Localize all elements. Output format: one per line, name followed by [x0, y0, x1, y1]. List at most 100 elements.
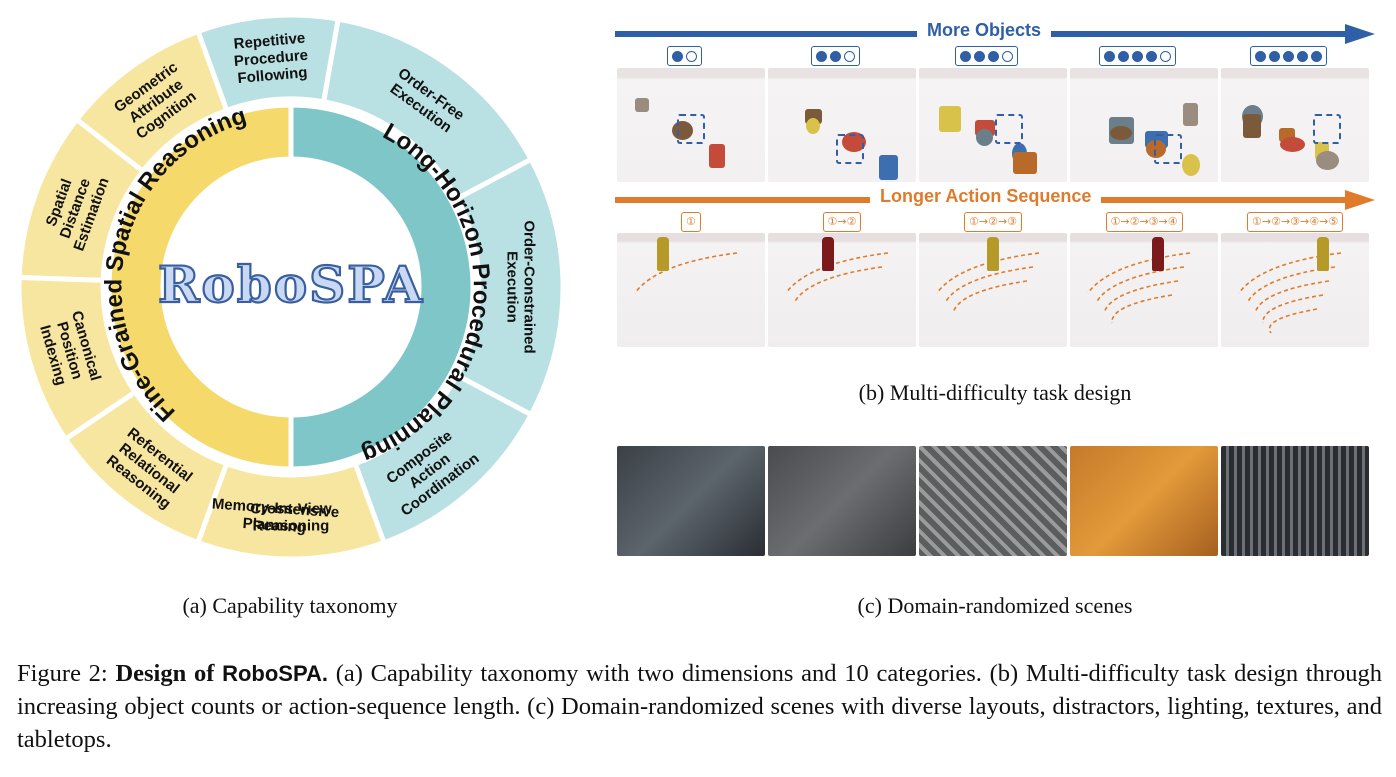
action-path: [944, 266, 1034, 304]
spatial-sector-1: [73, 28, 230, 175]
figure-label: Figure 2:: [17, 660, 116, 687]
scene-object: [976, 129, 993, 146]
randomized-scene-image: [1221, 446, 1369, 556]
panel-a-caption: (a) Capability taxonomy: [182, 593, 398, 618]
sequence-scene-image: [617, 233, 765, 347]
randomized-scene-image: [919, 446, 1067, 556]
scene-object: [806, 118, 820, 134]
object-dot: [1160, 50, 1171, 62]
caption-lead: Design of: [115, 660, 223, 687]
longer-sequence-label: Longer Action Sequence: [870, 186, 1102, 207]
action-path: [785, 252, 889, 294]
object-dot: [1146, 50, 1157, 62]
caption-name: RoboSPA.: [222, 661, 328, 686]
action-path: [1268, 308, 1318, 334]
action-path: [1111, 294, 1173, 324]
action-sequence-label: ①→②→③: [964, 212, 1023, 232]
longer-sequence-arrow: Longer Action Sequence: [615, 186, 1375, 210]
sequence-scene-image: [1221, 233, 1369, 347]
action-path: [1087, 252, 1191, 294]
object-dot: [1283, 50, 1294, 62]
randomized-scene-image: [617, 446, 765, 556]
action-path: [1254, 280, 1330, 314]
more-objects-arrow: More Objects: [615, 20, 1375, 44]
target-highlight-box: [1154, 134, 1182, 164]
bottle-object: [1317, 237, 1329, 271]
action-path: [1246, 266, 1336, 304]
scene-object: [842, 132, 866, 152]
bottle-object: [1152, 237, 1164, 271]
bottle-object: [987, 237, 999, 271]
scene-object: [635, 98, 649, 112]
scene-object: [1316, 151, 1339, 170]
scene-object: [1183, 103, 1198, 126]
object-dot: [1255, 50, 1266, 62]
object-dot: [1132, 50, 1143, 62]
action-sequence-label: ①→②: [822, 212, 862, 232]
scene-object: [1013, 152, 1037, 174]
target-highlight-box: [836, 134, 864, 164]
action-sequence-label: ①: [681, 212, 701, 232]
object-dot: [1002, 50, 1013, 62]
object-count-indicator: [955, 46, 1018, 66]
target-highlight-box: [677, 114, 705, 144]
object-count-indicator: [667, 46, 702, 66]
target-highlight-box: [1313, 114, 1341, 144]
action-sequence-label: ①→②→③→④: [1105, 212, 1183, 232]
bottle-object: [822, 237, 834, 271]
action-path: [1103, 280, 1179, 314]
caption-body: (a) Capability taxonomy with two dimensi…: [17, 660, 1382, 753]
spatial-inner-ring: [106, 102, 294, 472]
scene-object: [709, 144, 725, 168]
randomized-scene-image: [1070, 446, 1218, 556]
action-path: [793, 266, 883, 304]
scene-object: [1182, 154, 1200, 176]
panel-c-caption: (c) Domain-randomized scenes: [857, 593, 1133, 618]
object-dot: [988, 50, 999, 62]
scene-object: [1280, 137, 1305, 152]
object-count-indicator: [1250, 46, 1327, 66]
objects-scene-image: [919, 68, 1067, 182]
sequence-scene-image: [1070, 233, 1218, 347]
action-path-overlay: [1238, 252, 1342, 334]
action-path-overlay: [936, 252, 1040, 314]
object-dot: [1104, 50, 1115, 62]
object-count-indicator: [1099, 46, 1176, 66]
sequence-scene-image: [919, 233, 1067, 347]
object-dot: [1269, 50, 1280, 62]
action-path-overlay: [1087, 252, 1191, 324]
object-dot: [1297, 50, 1308, 62]
objects-scene-image: [768, 68, 916, 182]
action-sequence-label: ①→②→③→④→⑤: [1247, 212, 1344, 232]
object-dot: [686, 50, 697, 62]
planning-category-3: Order-ConstrainedExecution: [503, 220, 537, 353]
action-path-overlay: [785, 252, 889, 304]
target-highlight-box: [995, 114, 1023, 144]
object-dot: [672, 50, 683, 62]
objects-scene-image: [1070, 68, 1218, 182]
scene-object: [1110, 126, 1132, 140]
object-count-indicator: [811, 46, 860, 66]
spatial-sector-4: [62, 388, 230, 546]
action-path: [1095, 266, 1185, 304]
action-path-overlay: [634, 252, 738, 294]
action-path: [634, 252, 738, 294]
spatial-sector-3: [16, 274, 139, 443]
object-dot: [1311, 50, 1322, 62]
action-path: [952, 280, 1028, 314]
robospa-logo: RoboSPA: [158, 255, 424, 314]
more-objects-label: More Objects: [917, 20, 1052, 41]
object-dot: [960, 50, 971, 62]
randomized-scene-image: [768, 446, 916, 556]
action-path: [936, 252, 1040, 294]
scene-object: [1243, 114, 1261, 138]
object-dot: [844, 50, 855, 62]
planning-category-1: RepetitiveProcedureFollowing: [232, 29, 310, 87]
object-dot: [816, 50, 827, 62]
object-dot: [974, 50, 985, 62]
figure-caption: Figure 2: Design of RoboSPA. (a) Capabil…: [17, 657, 1382, 756]
bottle-object: [657, 237, 669, 271]
spatial-sector-5: [194, 460, 388, 562]
